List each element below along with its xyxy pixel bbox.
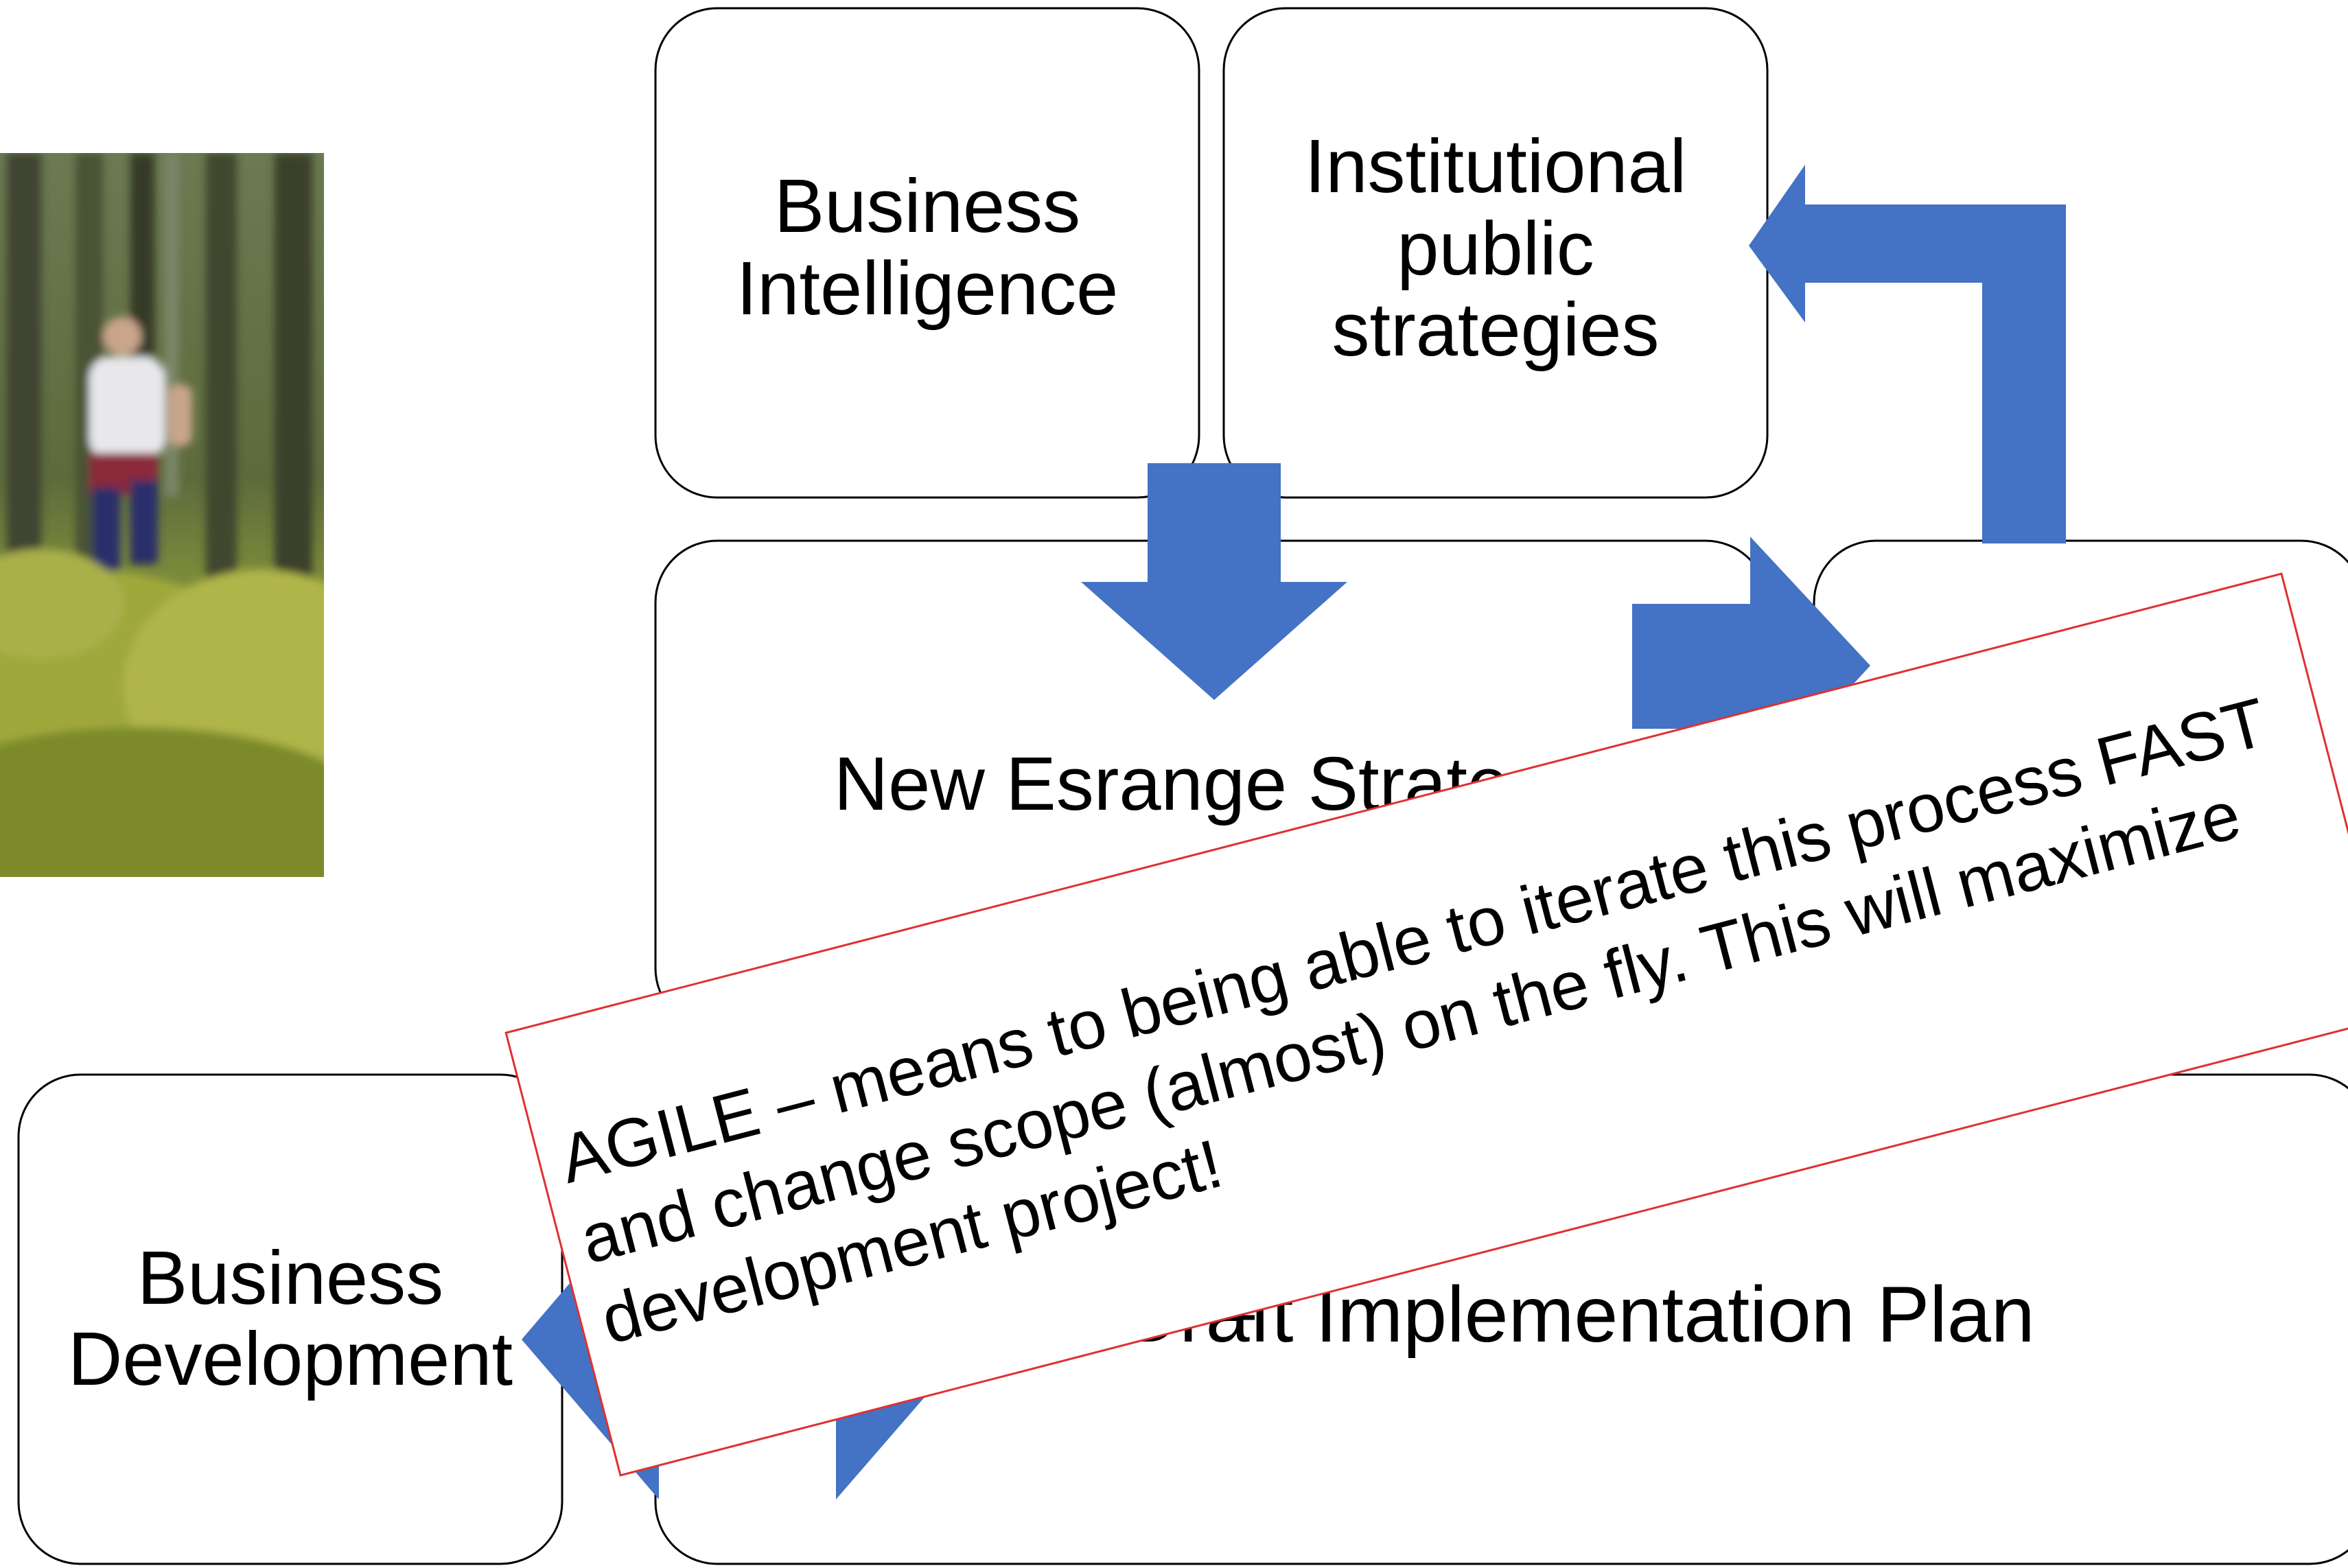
business-development-label: Business [137, 1236, 443, 1320]
callout-box [504, 572, 2348, 1477]
business-intelligence-box [654, 7, 1200, 499]
business-development-label-2: Development [68, 1317, 513, 1401]
implementation-plan-text: Implementation Plan [1293, 1271, 2034, 1359]
institutional-label-3: strategies [1332, 288, 1660, 372]
institutional-label: Institutional [1305, 124, 1686, 209]
business-intelligence-label-2: Intelligence [736, 246, 1119, 331]
right-arrow-icon [1632, 537, 1870, 796]
business-intelligence-label: Business [774, 164, 1080, 248]
down-arrow-icon [1081, 463, 1347, 700]
elbow-arrow-icon [1749, 165, 2066, 543]
forest-runner-photo [0, 153, 324, 877]
institutional-label-2: public [1397, 207, 1594, 291]
